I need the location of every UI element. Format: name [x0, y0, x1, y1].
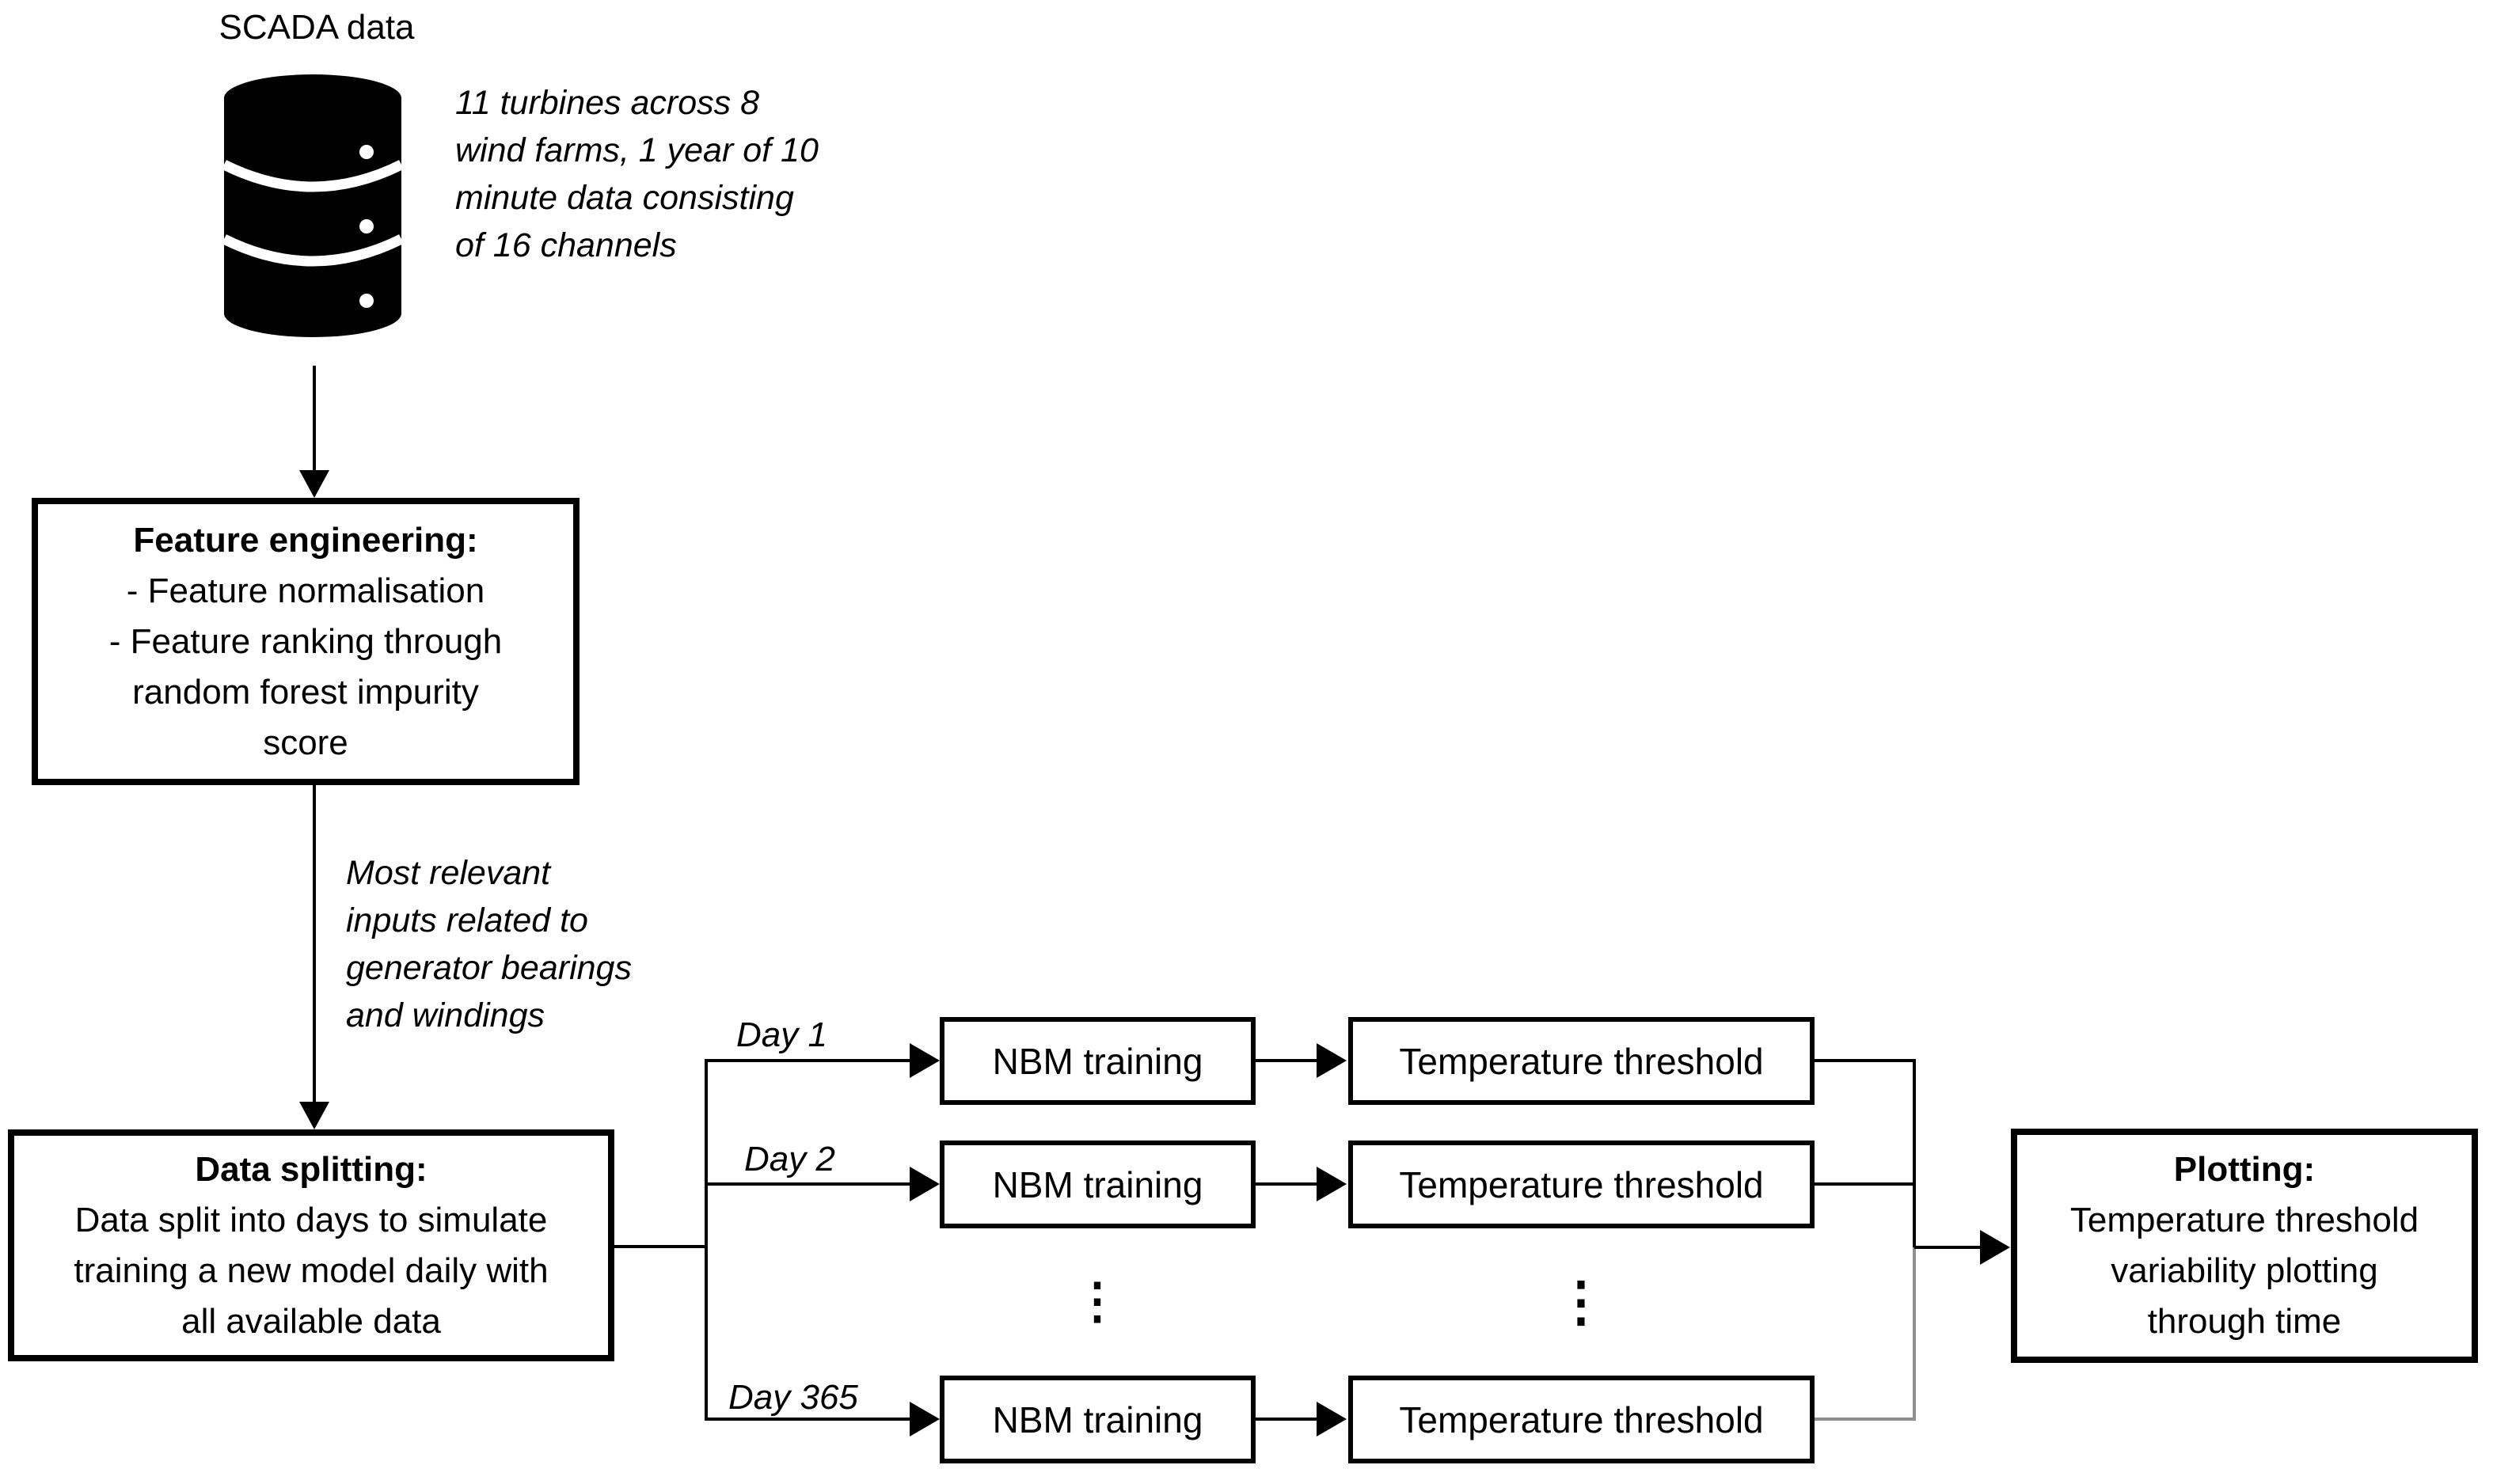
feature-engineering-body: - Feature normalisation - Feature rankin… — [108, 571, 503, 762]
database-icon — [222, 74, 404, 337]
nbm-training-label: NBM training — [992, 1399, 1203, 1440]
plotting-heading: Plotting: — [2173, 1150, 2316, 1189]
plotting-body: Temperature threshold variability plotti… — [2069, 1201, 2419, 1341]
day-2-label: Day 2 — [744, 1140, 835, 1178]
scada-data-title: SCADA data — [219, 8, 415, 47]
scada-annotation: 11 turbines across 8 wind farms, 1 year … — [455, 84, 819, 264]
day-1-label: Day 1 — [736, 1015, 827, 1054]
temperature-threshold-label: Temperature threshold — [1399, 1163, 1764, 1205]
feature-engineering-heading: Feature engineering: — [133, 520, 478, 560]
arrow-nbm365-to-threshold — [1256, 1402, 1347, 1437]
nbm-training-label: NBM training — [992, 1163, 1203, 1205]
temperature-threshold-label: Temperature threshold — [1399, 1399, 1764, 1440]
data-splitting-heading: Data splitting: — [195, 1149, 428, 1189]
data-splitting-body: Data split into days to simulate trainin… — [74, 1200, 549, 1341]
day-365-label: Day 365 — [728, 1378, 858, 1417]
arrow-nbm1-to-threshold — [1256, 1043, 1347, 1078]
threshold-column-ellipsis: ⋮ — [1554, 1272, 1608, 1332]
arrow-nbm2-to-threshold — [1256, 1167, 1347, 1201]
nbm-column-ellipsis: ⋮ — [1073, 1274, 1122, 1329]
temperature-threshold-label: Temperature threshold — [1399, 1040, 1764, 1082]
plotting-box: Plotting: Temperature threshold variabil… — [2011, 1129, 2478, 1363]
arrow-day1-to-nbm — [706, 1043, 940, 1078]
arrow-db-to-feature — [299, 366, 329, 498]
nbm-training-box-day2: NBM training — [940, 1141, 1256, 1228]
temperature-threshold-box-day365: Temperature threshold — [1348, 1376, 1815, 1463]
temperature-threshold-box-day1: Temperature threshold — [1348, 1017, 1815, 1105]
data-splitting-box: Data splitting: Data split into days to … — [8, 1129, 614, 1361]
arrow-day2-to-nbm — [706, 1167, 940, 1201]
arrow-day365-to-nbm — [706, 1402, 940, 1437]
arrow-collector-to-plotting — [1914, 1230, 2010, 1265]
feature-engineering-box: Feature engineering: - Feature normalisa… — [32, 498, 580, 785]
flow-annotation: Most relevant inputs related to generato… — [346, 854, 632, 1034]
temperature-threshold-box-day2: Temperature threshold — [1348, 1141, 1815, 1228]
nbm-training-label: NBM training — [992, 1040, 1203, 1082]
nbm-training-box-day1: NBM training — [940, 1017, 1256, 1105]
nbm-training-box-day365: NBM training — [940, 1376, 1256, 1463]
arrow-feature-to-splitting — [299, 785, 329, 1129]
